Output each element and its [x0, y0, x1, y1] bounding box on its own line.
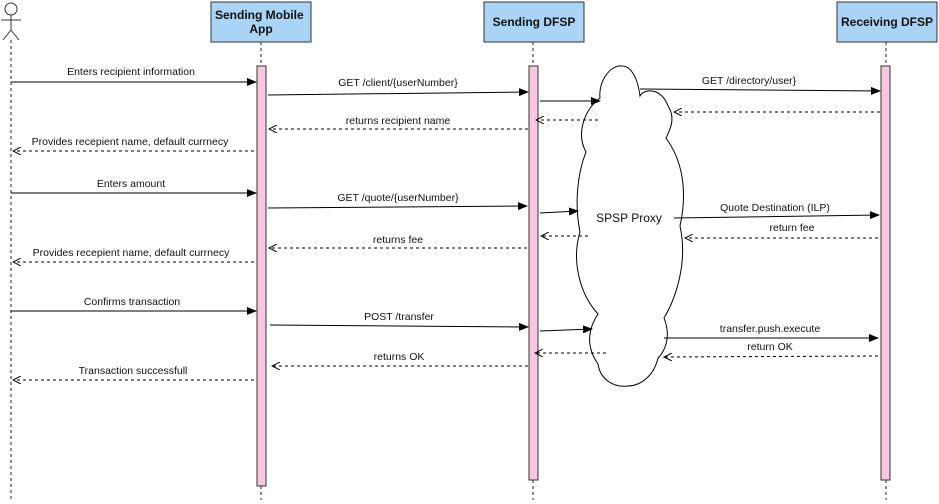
message-arrow: [639, 86, 881, 95]
message-arrow: [664, 356, 879, 357]
participant-sending-mobile-app: Sending Mobile App: [210, 1, 312, 43]
message-arrow: [673, 211, 880, 220]
message-label: returns OK: [374, 351, 425, 363]
message-label: Enters amount: [97, 178, 165, 190]
message-label: Enters recipient information: [67, 66, 195, 78]
activation-sending-app: [256, 65, 267, 487]
message-label: Transaction successfull: [79, 365, 188, 377]
message-arrow: [267, 202, 528, 211]
message-label: GET /directory/user}: [702, 75, 797, 87]
message-label: return fee: [770, 222, 815, 234]
message-label: Provides recepient name, default currnec…: [33, 247, 230, 259]
message-label: GET /quote/{userNumber}: [337, 192, 459, 204]
message-arrow: [267, 88, 529, 97]
message-label: POST /transfer: [364, 311, 434, 323]
message-label: Quote Destination (ILP): [720, 202, 830, 214]
spsp-proxy-label: SPSP Proxy: [596, 211, 662, 225]
message-label: Provides recepient name, default currnec…: [32, 136, 229, 148]
message-label: returns fee: [373, 234, 423, 246]
message-label: returns recipient name: [346, 115, 451, 127]
message-arrow: [539, 325, 593, 334]
message-label: GET /client/{userNumber}: [338, 77, 458, 89]
participant-receiving-dfsp-label: Receiving DFSP: [841, 15, 933, 29]
message-label: transfer.push.execute: [720, 323, 821, 335]
participant-sending-mobile-app-label: Sending Mobile App: [215, 8, 307, 36]
spsp-proxy-cloud: [576, 65, 685, 387]
message-label: return OK: [747, 341, 793, 353]
activation-receiving-dfsp: [880, 65, 891, 481]
participant-sending-dfsp: Sending DFSP: [483, 1, 585, 43]
message-arrow: [269, 322, 529, 331]
message-arrow: [539, 207, 579, 216]
participant-sending-dfsp-label: Sending DFSP: [493, 15, 576, 29]
participant-receiving-dfsp: Receiving DFSP: [836, 1, 938, 43]
message-label: Confirms transaction: [84, 296, 180, 308]
user-actor-icon: [1, 2, 21, 41]
activation-sending-dfsp: [528, 65, 539, 481]
